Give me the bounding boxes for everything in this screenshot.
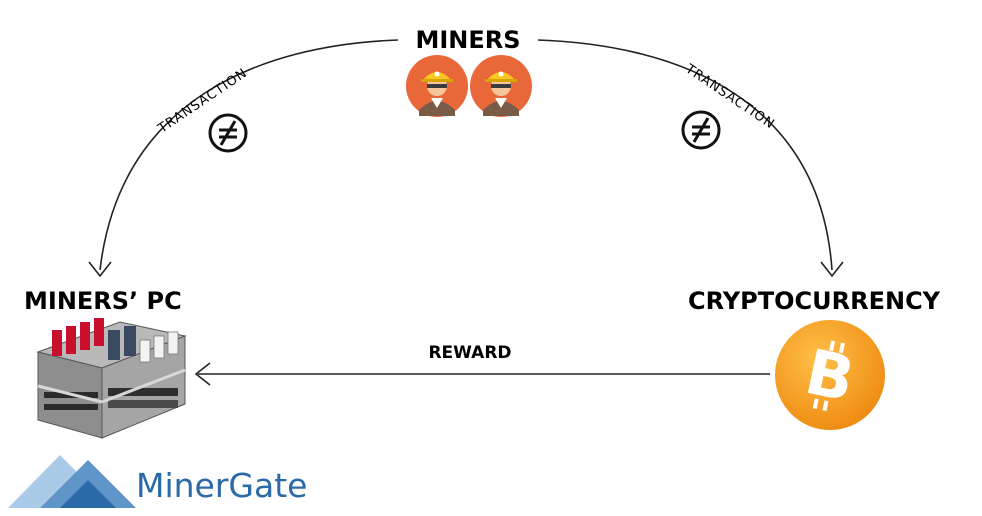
reward-label: REWARD xyxy=(428,343,511,363)
reward-arrowhead xyxy=(194,362,211,386)
miners-pc-label: MINERS’ PC xyxy=(24,287,182,315)
miner-avatar-icon xyxy=(406,55,468,117)
minergate-logo-icon xyxy=(8,455,136,508)
miners-title: MINERS xyxy=(415,26,520,54)
right-transaction-arc xyxy=(537,39,833,271)
cryptocurrency-label: CRYPTOCURRENCY xyxy=(688,287,941,315)
right-arrowhead xyxy=(820,261,844,278)
minergate-logo-text: MinerGate xyxy=(136,466,307,505)
left-transaction-arc xyxy=(99,39,399,271)
no-equal-icon xyxy=(208,113,248,153)
miner-avatar-icon xyxy=(470,55,532,117)
bitcoin-icon: B xyxy=(775,320,885,430)
mining-rig-icon xyxy=(36,318,187,439)
no-equal-icon xyxy=(681,110,721,150)
left-arrowhead xyxy=(88,261,112,278)
